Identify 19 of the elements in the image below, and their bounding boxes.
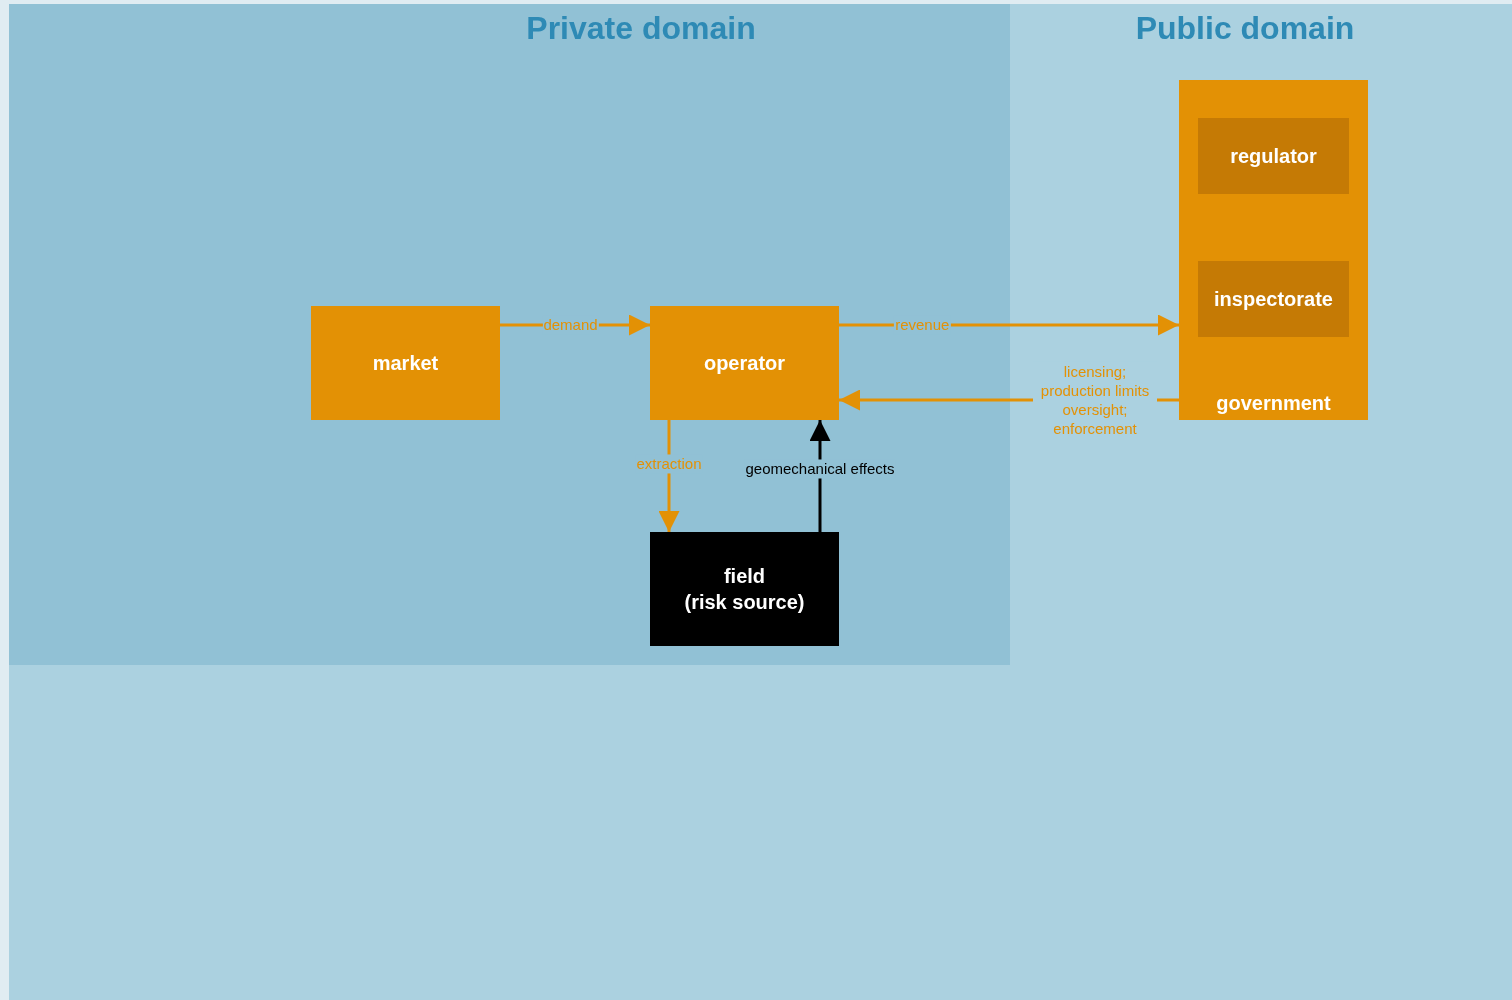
arrow (809, 420, 831, 532)
actor-box (650, 306, 839, 420)
box-label: regulator (1230, 144, 1317, 169)
agency-box (1198, 261, 1349, 337)
source-box (650, 532, 839, 646)
actor-box (311, 306, 500, 420)
edge-label: extraction (635, 454, 703, 474)
domain-band (9, 4, 1010, 665)
box-label: operator (703, 351, 786, 376)
agency-box (1198, 118, 1349, 194)
box-label: inspectorate (1214, 287, 1333, 312)
government-box (1179, 80, 1368, 420)
domain-title: Private domain (526, 10, 756, 47)
edge-label: geomechanical effects (744, 459, 896, 479)
domain-band (9, 4, 1512, 1000)
box-label: government (1216, 391, 1331, 416)
box-label: market (372, 351, 439, 376)
domain-title: Public domain (1135, 10, 1355, 47)
box-label: field (risk source) (684, 564, 805, 615)
